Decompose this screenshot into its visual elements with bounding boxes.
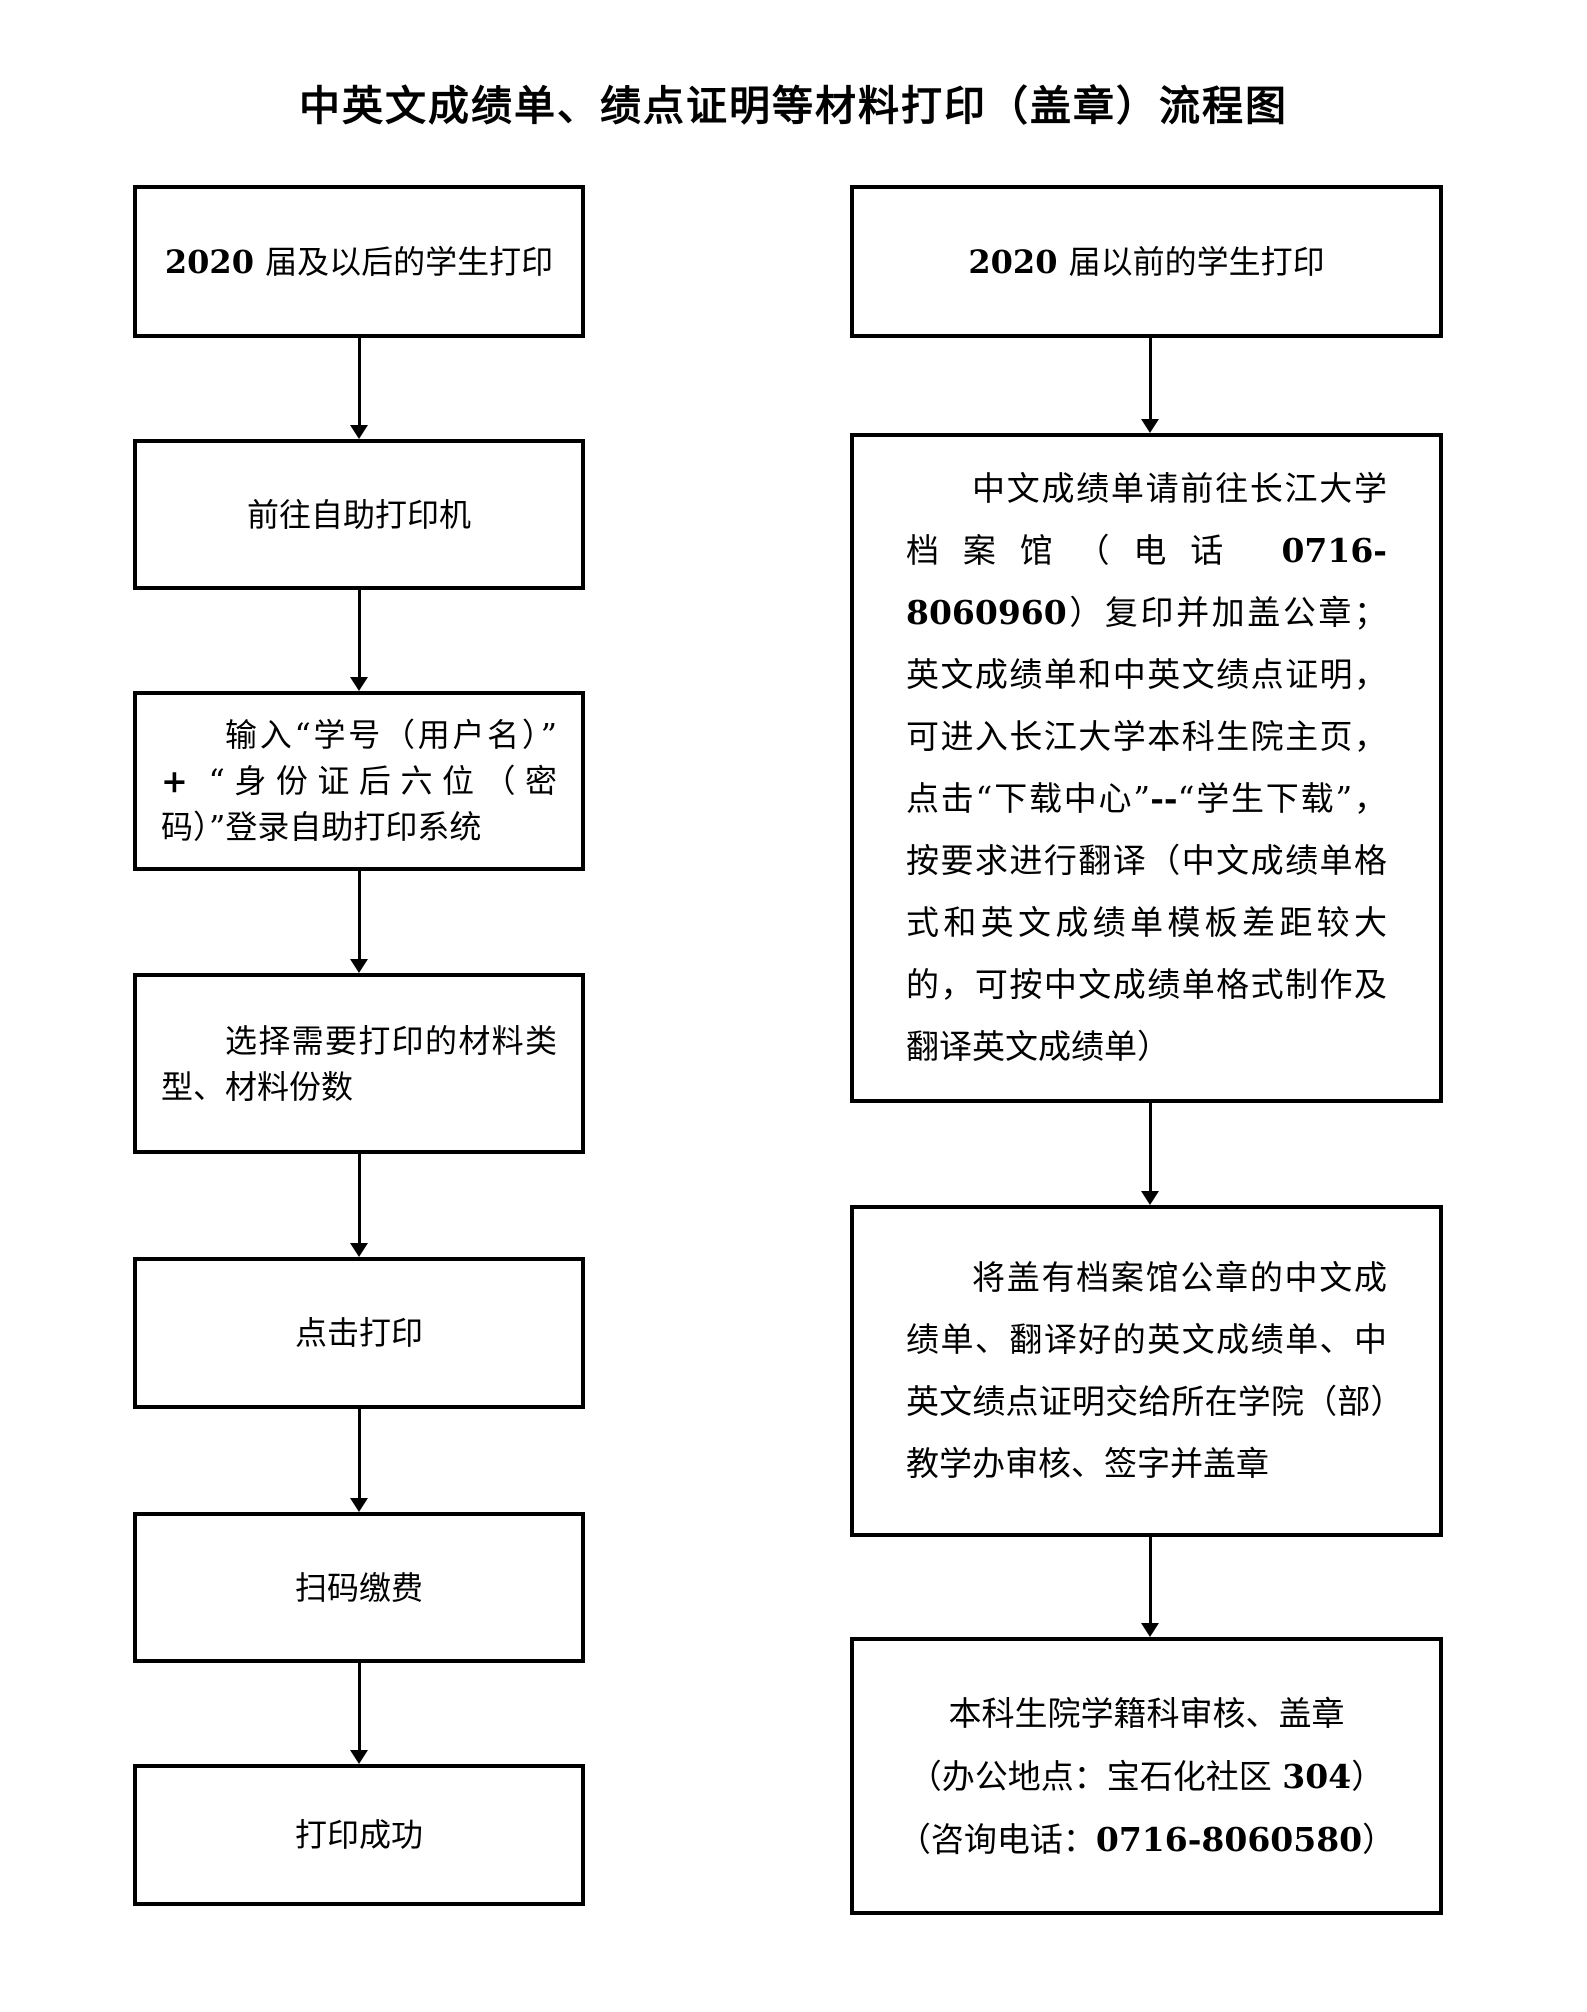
box-text: 选择需要打印的材料类型、材料份数 bbox=[161, 1021, 557, 1106]
down-arrow bbox=[1140, 338, 1160, 433]
arrow-head-icon bbox=[350, 1498, 368, 1512]
box-archive-copy-translate-instructions: 中文成绩单请前往长江大学档案馆（电话 0716-8060960）复印并加盖公章；… bbox=[850, 433, 1443, 1103]
arrow-head-icon bbox=[350, 1750, 368, 1764]
arrow-shaft bbox=[357, 590, 361, 677]
arrow-head-icon bbox=[1141, 419, 1159, 433]
box-go-to-self-service-printer: 前往自助打印机 bbox=[133, 439, 585, 590]
box-text: 2020 届及以后的学生打印 bbox=[164, 242, 554, 281]
down-arrow bbox=[349, 590, 369, 691]
box-text: 2020 届以前的学生打印 bbox=[968, 242, 1325, 281]
arrow-shaft bbox=[357, 338, 361, 425]
box-text: 扫码缴费 bbox=[294, 1568, 423, 1607]
box-registrar-review-stamp: 本科生院学籍科审核、盖章（办公地点：宝石化社区 304）（咨询电话：0716-8… bbox=[850, 1637, 1443, 1915]
arrow-shaft bbox=[357, 1154, 361, 1243]
arrow-head-icon bbox=[1141, 1191, 1159, 1205]
down-arrow bbox=[349, 1154, 369, 1257]
box-text: 点击打印 bbox=[294, 1314, 423, 1352]
box-text: 前往自助打印机 bbox=[246, 495, 471, 534]
box-text: 输入“学号（用户名）” + “身份证后六位（密码）”登录自助打印系统 bbox=[161, 716, 557, 846]
arrow-head-icon bbox=[350, 1243, 368, 1257]
arrow-shaft bbox=[357, 1409, 361, 1498]
box-students-2020-and-after: 2020 届及以后的学生打印 bbox=[133, 185, 585, 338]
box-text: 本科生院学籍科审核、盖章（办公地点：宝石化社区 304）（咨询电话：0716-8… bbox=[897, 1693, 1396, 1859]
down-arrow bbox=[349, 338, 369, 439]
box-text: 将盖有档案馆公章的中文成绩单、翻译好的英文成绩单、中英文绩点证明交给所在学院（部… bbox=[906, 1258, 1387, 1483]
arrow-shaft bbox=[1148, 1103, 1152, 1191]
arrow-shaft bbox=[357, 1663, 361, 1750]
box-print-success: 打印成功 bbox=[133, 1764, 585, 1906]
page-title: 中英文成绩单、绩点证明等材料打印（盖章）流程图 bbox=[299, 82, 1288, 130]
arrow-shaft bbox=[1148, 338, 1152, 419]
box-select-material-type-count: 选择需要打印的材料类型、材料份数 bbox=[133, 973, 585, 1154]
down-arrow bbox=[1140, 1537, 1160, 1637]
box-scan-pay: 扫码缴费 bbox=[133, 1512, 585, 1663]
arrow-shaft bbox=[357, 871, 361, 959]
arrow-head-icon bbox=[350, 425, 368, 439]
arrow-head-icon bbox=[350, 677, 368, 691]
box-students-before-2020: 2020 届以前的学生打印 bbox=[850, 185, 1443, 338]
arrow-head-icon bbox=[1141, 1623, 1159, 1637]
box-text: 打印成功 bbox=[294, 1816, 423, 1854]
box-login-self-service-system: 输入“学号（用户名）” + “身份证后六位（密码）”登录自助打印系统 bbox=[133, 691, 585, 871]
arrow-shaft bbox=[1148, 1537, 1152, 1623]
box-click-print: 点击打印 bbox=[133, 1257, 585, 1409]
arrow-head-icon bbox=[350, 959, 368, 973]
down-arrow bbox=[349, 871, 369, 973]
down-arrow bbox=[349, 1409, 369, 1512]
box-text: 中文成绩单请前往长江大学档案馆（电话 0716-8060960）复印并加盖公章；… bbox=[906, 469, 1387, 1066]
down-arrow bbox=[1140, 1103, 1160, 1205]
box-submit-to-college-office: 将盖有档案馆公章的中文成绩单、翻译好的英文成绩单、中英文绩点证明交给所在学院（部… bbox=[850, 1205, 1443, 1537]
down-arrow bbox=[349, 1663, 369, 1764]
